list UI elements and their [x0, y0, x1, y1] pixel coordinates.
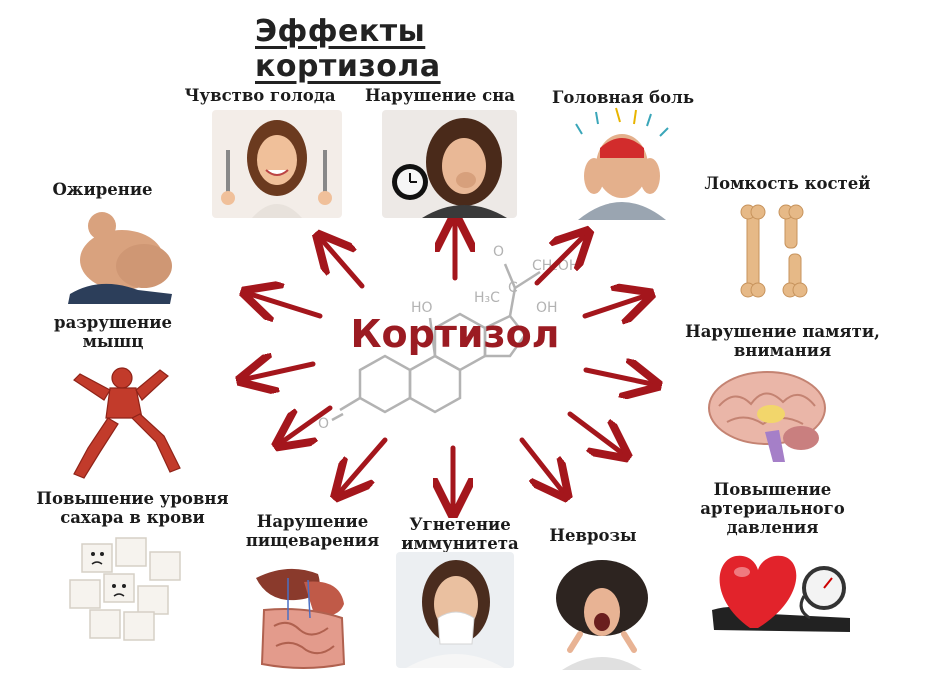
obesity-man-image — [60, 204, 182, 304]
label-digestion: Нарушение пищеварения — [245, 512, 380, 550]
sugar-cubes-image — [62, 534, 194, 642]
immunity-woman-image — [396, 552, 514, 668]
label-sleep: Нарушение сна — [365, 86, 515, 105]
molecule-o-bottom-label: O — [318, 416, 329, 432]
headache-man-image — [556, 104, 686, 220]
bones-image — [735, 202, 815, 300]
heart-tonometer-image — [700, 540, 860, 636]
arrow-muscle — [246, 364, 316, 379]
arrow-pressure — [567, 411, 622, 453]
molecule-c-label: C — [508, 280, 518, 296]
muscle-figure-image — [60, 356, 190, 484]
label-immunity: Угнетение иммунитета — [401, 515, 519, 553]
brain-image — [705, 366, 833, 466]
label-obesity: Ожирение — [52, 180, 153, 199]
label-bones: Ломкость костей — [704, 174, 871, 193]
molecule-oh-label: OH — [536, 300, 558, 316]
label-hunger: Чувство голода — [184, 86, 336, 105]
cortisol-molecule — [331, 263, 541, 422]
label-neuroses: Неврозы — [549, 526, 637, 545]
arrow-neuroses — [519, 437, 563, 492]
arrow-memory — [583, 370, 652, 384]
molecule-ho-label: HO — [411, 300, 433, 316]
molecule-ch3-label: H₃C — [474, 290, 500, 306]
diagram-title: Эффекты кортизола — [255, 14, 441, 84]
center-label: Кортизол — [350, 312, 560, 356]
arrow-sugar — [282, 405, 333, 442]
arrow-headache — [534, 236, 584, 286]
arrow-obesity — [250, 294, 323, 316]
label-sugar: Повышение уровня сахара в крови — [36, 489, 229, 527]
arrow-digestion — [340, 437, 388, 492]
arrow-bones — [582, 296, 645, 316]
arrow-hunger — [322, 240, 365, 289]
molecule-o-top-label: O — [493, 244, 504, 260]
sleep-woman-image — [382, 110, 517, 218]
neuroses-woman-image — [552, 556, 652, 670]
digestion-organs-image — [248, 560, 358, 672]
label-headache: Головная боль — [551, 88, 695, 107]
label-muscle: разрушение мышц — [54, 313, 172, 351]
hunger-woman-image — [212, 110, 342, 218]
label-memory: Нарушение памяти, внимания — [685, 322, 880, 360]
label-pressure: Повышение артериального давления — [700, 480, 845, 537]
